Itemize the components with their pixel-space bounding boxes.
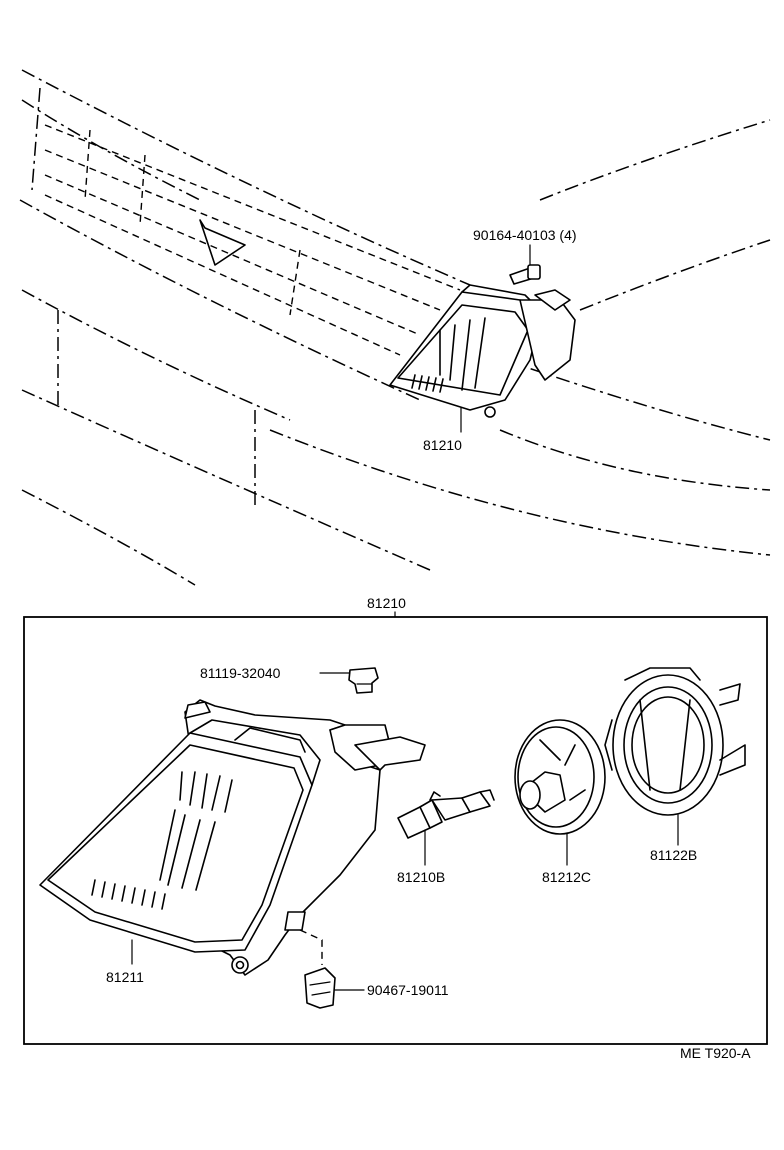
vehicle-outline xyxy=(19,69,771,586)
lamp-assembly-part-number-box: 81210 xyxy=(367,595,406,611)
nut-part-number: 90467-19011 xyxy=(367,982,449,998)
bulb-illustration xyxy=(397,789,495,839)
bolt-part-number: 90164-40103 (4) xyxy=(473,227,577,243)
installed-lamp-illustration xyxy=(389,284,576,418)
lens-housing-part-number: 81211 xyxy=(106,969,144,985)
exploded-view-frame xyxy=(23,616,768,1045)
grille-outline xyxy=(44,124,461,356)
retainer-part-number: 81122B xyxy=(650,847,697,863)
retainer-illustration xyxy=(604,667,746,816)
lamp-assembly-part-number-upper: 81210 xyxy=(423,437,462,453)
bolt-illustration xyxy=(509,264,541,285)
clip-illustration xyxy=(348,667,379,694)
nut-illustration xyxy=(304,967,336,1009)
bulb-part-number: 81210B xyxy=(397,869,445,885)
lens-housing-illustration xyxy=(39,699,426,976)
clip-part-number: 81119-32040 xyxy=(200,665,281,681)
diagram-code: ME T920-A xyxy=(680,1045,751,1061)
upper-leaders xyxy=(460,244,531,433)
socket-illustration xyxy=(514,719,606,835)
socket-part-number: 81212C xyxy=(542,869,591,885)
